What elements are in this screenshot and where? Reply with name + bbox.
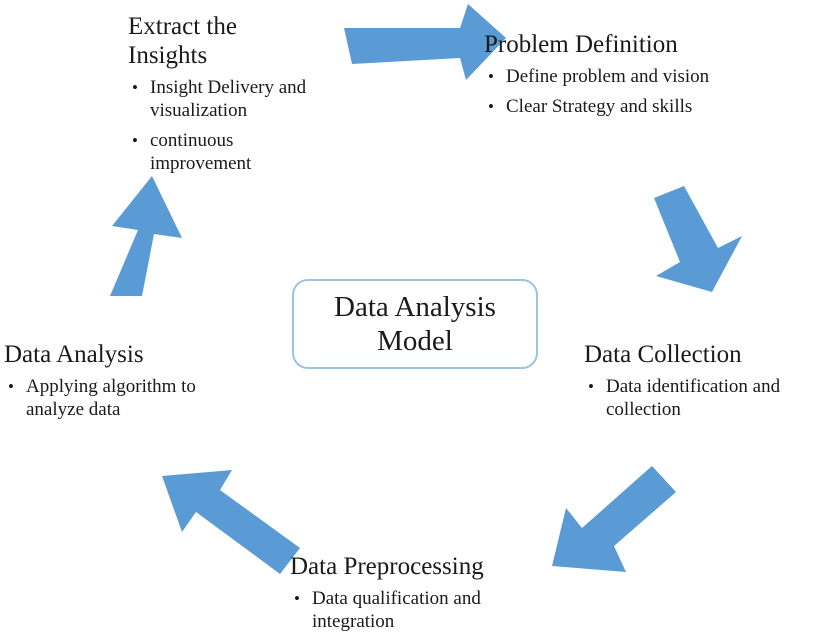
bullet-item: Define problem and vision — [484, 65, 724, 88]
center-box: Data Analysis Model — [292, 279, 538, 369]
stage-data-collection: Data Collection Data identification and … — [584, 340, 824, 428]
bullet-item: Insight Delivery and visualization — [128, 76, 314, 122]
stage-data-preprocessing: Data Preprocessing Data qualification an… — [290, 552, 550, 640]
stage-title: Problem Definition — [484, 31, 678, 58]
bullet-list: Insight Delivery and visualization conti… — [128, 76, 314, 175]
bullet-list: Data identification and collection — [584, 375, 824, 421]
stage-data-analysis: Data Analysis Applying algorithm to anal… — [4, 340, 254, 428]
stage-title: Data Preprocessing — [290, 553, 484, 580]
stage-extract-insights: Extract the Insights Insight Delivery an… — [128, 12, 314, 182]
stage-problem-definition: Problem Definition Define problem and vi… — [484, 30, 724, 125]
arrow-collection-to-preprocessing — [552, 466, 676, 572]
bullet-item: Clear Strategy and skills — [484, 95, 724, 118]
bullet-item: Applying algorithm to analyze data — [4, 375, 254, 421]
bullet-list: Data qualification and integration — [290, 587, 550, 633]
arrow-problem-to-collection — [654, 186, 742, 292]
bullet-item: Data qualification and integration — [290, 587, 522, 633]
arrow-analysis-to-extract — [110, 176, 182, 296]
stage-title: Extract the Insights — [128, 13, 237, 69]
bullet-item: Data identification and collection — [584, 375, 824, 421]
arrow-extract-to-problem — [344, 4, 506, 80]
stage-title: Data Collection — [584, 341, 742, 368]
center-label: Data Analysis Model — [334, 291, 496, 357]
stage-title: Data Analysis — [4, 341, 144, 368]
bullet-item: continuous improvement — [128, 129, 300, 175]
arrow-preprocessing-to-analysis — [162, 470, 300, 574]
bullet-list: Define problem and vision Clear Strategy… — [484, 65, 724, 118]
bullet-list: Applying algorithm to analyze data — [4, 375, 254, 421]
